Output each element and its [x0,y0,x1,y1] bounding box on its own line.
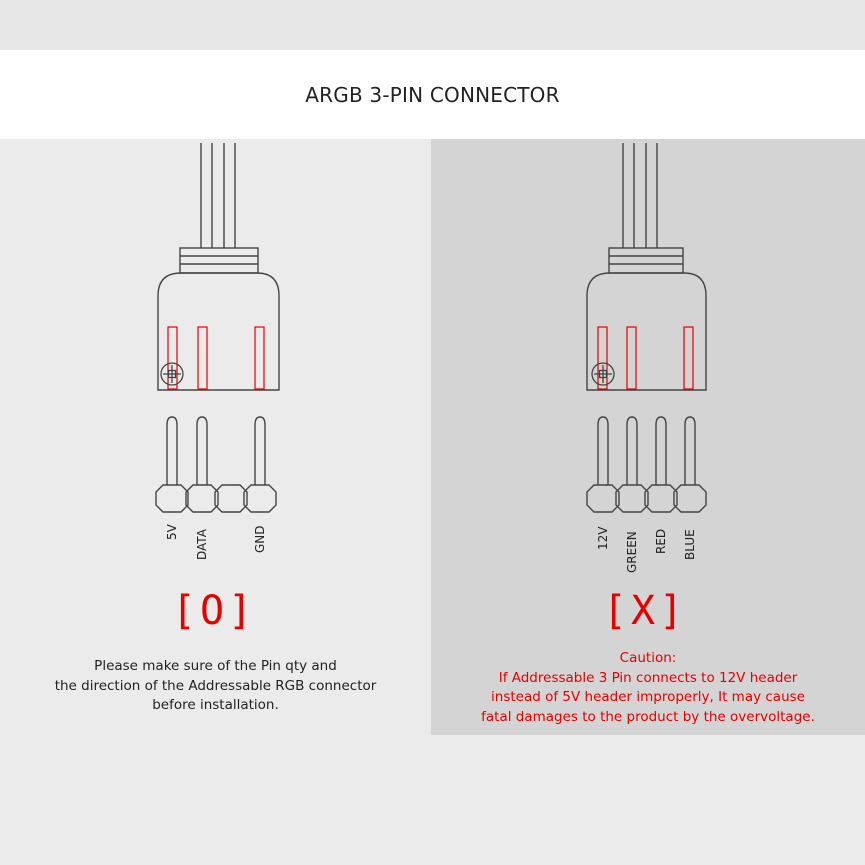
header-pins-left [166,416,266,485]
strain-relief-right [608,247,684,274]
header-base-left [155,484,277,513]
header-base-right [586,484,707,513]
pin-label-green: GREEN [625,531,639,573]
connector-housing-left [157,272,280,391]
sockets-left [167,326,265,390]
strain-relief-left [179,247,259,274]
pin-label-blue: BLUE [683,529,697,560]
screw-icon [591,362,615,386]
installation-note: Please make sure of the Pin qty and the … [0,657,431,716]
bottom-area [0,735,865,865]
cable-wires-left [200,143,236,248]
caution-note: Caution: If Addressable 3 Pin connects t… [431,649,865,727]
caution-heading: Caution: [619,650,677,666]
caution-line: instead of 5V header improperly, It may … [491,689,805,705]
correct-mark: [O] [171,588,257,634]
correct-panel [0,139,431,735]
note-line: Please make sure of the Pin qty and [94,658,337,674]
screw-icon [160,362,184,386]
pin-label-12v: 12V [596,526,610,550]
pin-label-5v: 5V [165,524,179,540]
header-pins-right [597,416,696,485]
caution-line: fatal damages to the product by the over… [481,708,815,725]
pin-label-gnd: GND [253,525,267,553]
incorrect-panel [431,139,865,735]
connector-housing-right [586,272,707,391]
title-bar: ARGB 3-PIN CONNECTOR [0,50,865,139]
caution-line: If Addressable 3 Pin connects to 12V hea… [498,669,798,686]
cable-wires-right [622,143,658,248]
sockets-right [597,326,694,390]
pin-label-red: RED [654,528,668,554]
incorrect-mark: [X] [602,588,688,634]
note-line: before installation. [152,697,279,713]
pin-label-data: DATA [195,529,209,560]
page-title: ARGB 3-PIN CONNECTOR [305,82,560,107]
note-line: the direction of the Addressable RGB con… [54,677,377,694]
